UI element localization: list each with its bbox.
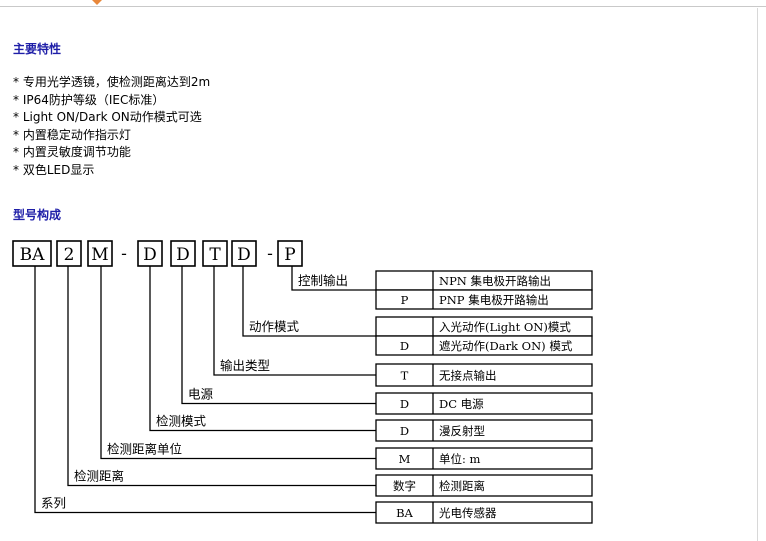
tab-pointer-icon: [92, 0, 102, 5]
option-code: T: [401, 369, 409, 383]
feature-item: * 专用光学透镜，使检测距离达到2m: [13, 75, 211, 89]
option-code: D: [400, 339, 409, 353]
feature-item: * Light ON/Dark ON动作模式可选: [13, 110, 202, 124]
option-code: D: [400, 424, 409, 438]
group-label: 系列: [41, 496, 66, 511]
code-box-label: M: [91, 245, 108, 265]
group-label: 动作模式: [249, 319, 300, 334]
feature-item: * 内置稳定动作指示灯: [13, 127, 131, 142]
option-description: 入光动作(Light ON)模式: [439, 320, 571, 334]
option-description: PNP 集电极开路输出: [439, 293, 549, 307]
feature-item: * IP64防护等级（IEC标准）: [13, 92, 165, 107]
option-row: [375, 501, 593, 524]
option-row: [375, 419, 593, 442]
option-description: DC 电源: [439, 397, 484, 411]
leader-line: [149, 266, 376, 432]
option-code: M: [399, 452, 411, 466]
code-separators: --: [121, 244, 273, 264]
option-code: BA: [396, 506, 413, 520]
option-row: [375, 447, 593, 470]
model-title: 型号构成: [13, 208, 62, 222]
option-description: 无接点输出: [439, 369, 497, 383]
option-row: [375, 335, 593, 356]
option-code: D: [400, 397, 409, 411]
code-box: [170, 240, 196, 267]
feature-item: * 双色LED显示: [13, 162, 95, 177]
code-box-label: D: [237, 245, 251, 265]
code-box-label: BA: [20, 245, 45, 265]
option-description: 检测距离: [439, 479, 485, 493]
code-box: [277, 240, 303, 267]
group-label: 检测距离单位: [107, 442, 182, 457]
features-title: 主要特性: [13, 42, 62, 56]
leader-line: [181, 266, 376, 405]
group-label: 电源: [188, 387, 214, 402]
leader-line: [242, 266, 376, 337]
leader-line: [67, 266, 376, 487]
code-box: [87, 240, 113, 267]
code-box-label: D: [143, 245, 157, 265]
features-list: * 专用光学透镜，使检测距离达到2m * IP64防护等级（IEC标准） * L…: [13, 74, 210, 179]
code-separator: -: [267, 244, 273, 264]
code-box: [231, 240, 257, 267]
option-description: 遮光动作(Dark ON) 模式: [439, 339, 573, 353]
code-box-label: T: [209, 245, 221, 265]
code-box: [12, 240, 52, 267]
code-box-label: P: [284, 245, 295, 265]
leader-line: [291, 266, 376, 291]
option-row: [375, 289, 593, 310]
leader-line: [213, 266, 376, 376]
code-box: [137, 240, 163, 267]
right-divider: [757, 8, 758, 541]
leader-line: [34, 266, 376, 514]
option-description: 光电传感器: [439, 506, 497, 520]
top-border: [0, 0, 766, 7]
code-box-label: D: [176, 245, 190, 265]
code-box: [56, 240, 82, 267]
code-box-label: 2: [64, 245, 75, 265]
option-code: 数字: [393, 479, 416, 493]
option-row: [375, 392, 593, 415]
option-code: P: [401, 293, 409, 307]
option-description: 单位: m: [439, 452, 481, 466]
code-box: [202, 240, 228, 267]
feature-item: * 内置灵敏度调节功能: [13, 145, 131, 159]
code-separator: -: [121, 244, 127, 264]
option-description: NPN 集电极开路输出: [439, 274, 551, 288]
option-row: [375, 474, 593, 497]
group-label: 控制输出: [298, 273, 348, 288]
option-row: [375, 363, 593, 387]
option-description: 漫反射型: [439, 424, 485, 438]
leader-line: [100, 266, 376, 460]
group-label: 检测模式: [156, 414, 207, 429]
group-label: 检测距离: [74, 469, 124, 484]
group-label: 输出类型: [220, 358, 270, 373]
